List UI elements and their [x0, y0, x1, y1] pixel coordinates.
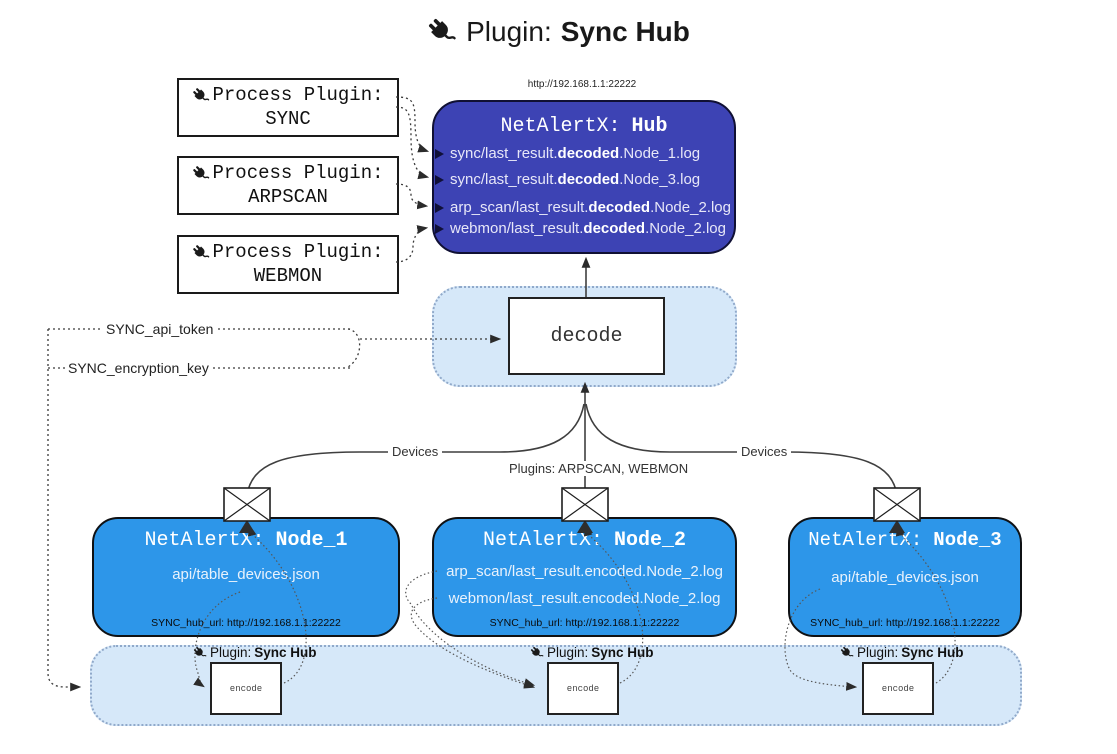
process-plugin-label: Process Plugin:: [212, 83, 384, 106]
process-plugin-label: Process Plugin:: [212, 161, 384, 184]
edge-label-devices-right: Devices: [737, 444, 792, 459]
hub-log-line: webmon/last_result.decoded.Node_2.log: [435, 220, 726, 238]
node-file: api/table_devices.json: [831, 569, 979, 586]
node-1-box: NetAlertX:Node_1 api/table_devices.json …: [92, 517, 400, 637]
hub-log-line: sync/last_result.decoded.Node_3.log: [435, 171, 700, 189]
plugin-log-edges: [395, 96, 430, 263]
page-title: Plugin: Sync Hub: [0, 16, 1117, 48]
band-plugin-label: Plugin:Sync Hub: [530, 645, 654, 660]
hub-title-name: Hub: [631, 115, 668, 138]
arrow-right-icon: [435, 149, 444, 159]
plug-icon: [530, 646, 544, 656]
encode-box: encode: [210, 662, 282, 715]
hub-url-label: http://192.168.1.1:22222: [527, 79, 637, 90]
process-plugin-name: SYNC: [265, 107, 311, 130]
edge-label-devices-left: Devices: [388, 444, 443, 459]
plug-icon: [193, 165, 210, 179]
arrow-right-icon: [435, 203, 444, 213]
node-title: NetAlertX:Node_3: [808, 529, 1002, 551]
plug-icon: [193, 87, 210, 101]
plug-icon: [193, 244, 210, 258]
sync-api-token-label: SYNC_api_token: [103, 321, 217, 337]
hub-title: NetAlertX: Hub: [434, 115, 734, 138]
node-file: api/table_devices.json: [172, 566, 320, 583]
process-plugin-sync: Process Plugin: SYNC: [177, 78, 399, 137]
node-hub-url: SYNC_hub_url: http://192.168.1.1:22222: [151, 617, 341, 629]
plug-icon: [429, 18, 456, 40]
sync-encryption-key-label: SYNC_encryption_key: [65, 360, 212, 376]
decode-box: decode: [508, 297, 665, 375]
node-file: webmon/last_result.encoded.Node_2.log: [448, 590, 721, 607]
encode-box: encode: [862, 662, 934, 715]
arrow-right-icon: [435, 224, 444, 234]
process-plugin-name: ARPSCAN: [248, 185, 328, 208]
hub-title-prefix: NetAlertX:: [500, 115, 621, 138]
edge-config-band: [47, 329, 82, 692]
node-3-box: NetAlertX:Node_3 api/table_devices.json …: [788, 517, 1022, 637]
edge-label-plugins: Plugins: ARPSCAN, WEBMON: [505, 461, 693, 476]
band-plugin-label: Plugin:Sync Hub: [840, 645, 964, 660]
hub-log-line: sync/last_result.decoded.Node_1.log: [435, 145, 700, 163]
process-plugin-name: WEBMON: [253, 264, 323, 287]
process-plugin-webmon: Process Plugin: WEBMON: [177, 235, 399, 294]
hub-log-line: arp_scan/last_result.decoded.Node_2.log: [435, 199, 731, 217]
node-hub-url: SYNC_hub_url: http://192.168.1.1:22222: [489, 617, 680, 629]
node-title: NetAlertX:Node_2: [482, 529, 687, 552]
title-name: Sync Hub: [560, 16, 690, 47]
node-title: NetAlertX:Node_1: [144, 529, 348, 552]
title-label: Plugin:: [466, 16, 552, 47]
node-hub-url: SYNC_hub_url: http://192.168.1.1:22222: [810, 617, 1000, 629]
process-plugin-label: Process Plugin:: [212, 240, 384, 263]
hub-box: NetAlertX: Hub sync/last_result.decoded.N…: [432, 100, 736, 254]
plug-icon: [840, 646, 854, 656]
node-file: arp_scan/last_result.encoded.Node_2.log: [446, 563, 723, 580]
process-plugin-arpscan: Process Plugin: ARPSCAN: [177, 156, 399, 215]
encode-box: encode: [547, 662, 619, 715]
arrow-right-icon: [435, 175, 444, 185]
plug-icon: [193, 646, 207, 656]
node-2-box: NetAlertX:Node_2 arp_scan/last_result.en…: [432, 517, 737, 637]
band-plugin-label: Plugin:Sync Hub: [193, 645, 317, 660]
